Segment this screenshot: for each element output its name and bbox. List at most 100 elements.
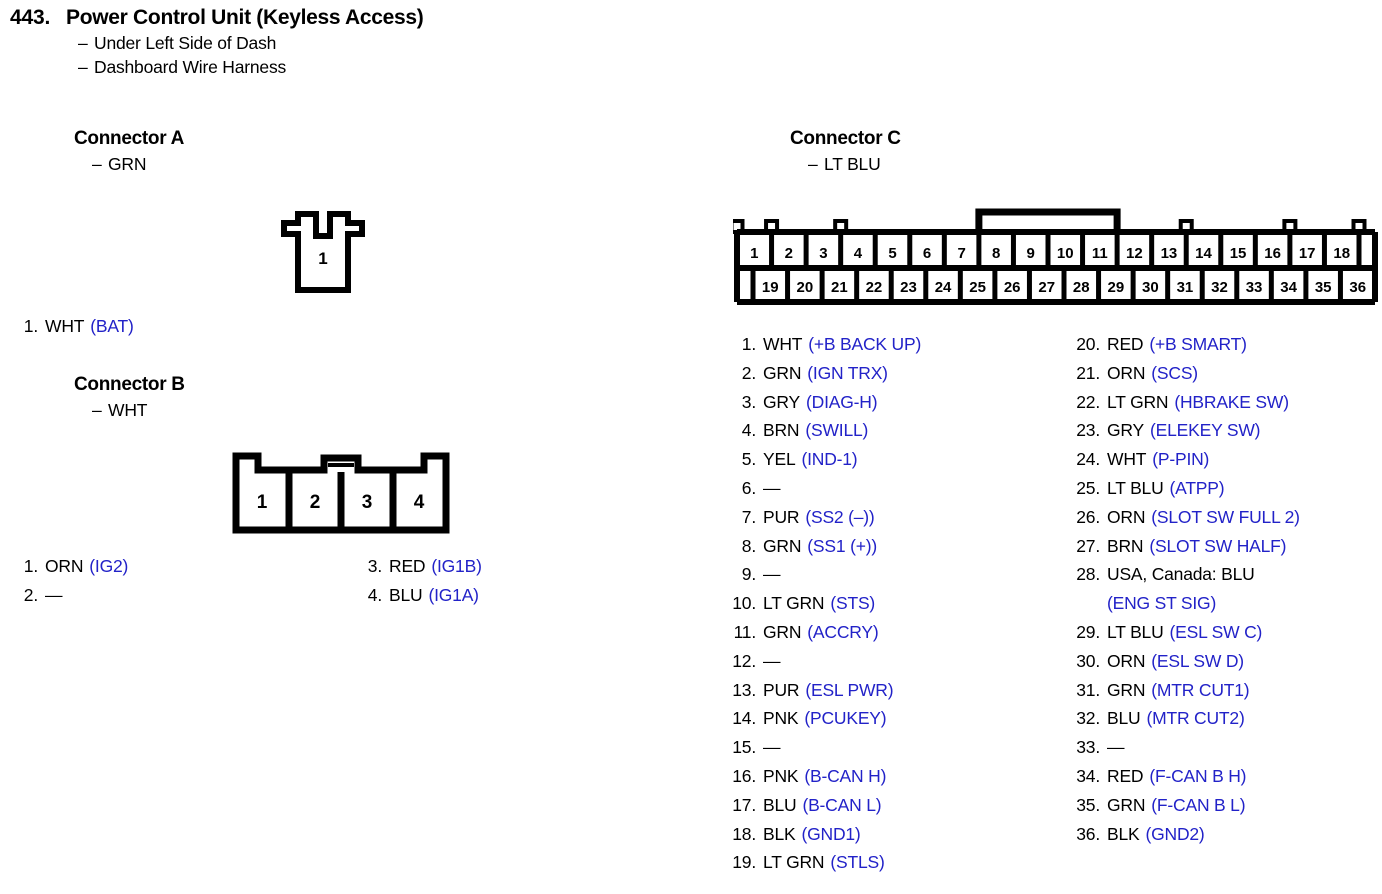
pin-number: 30. — [1076, 650, 1100, 671]
connector-a-color-line: –GRN — [92, 154, 184, 175]
connector-c-bottom-cell-34: 34 — [1280, 279, 1297, 296]
pin-row: 12.— — [728, 647, 921, 676]
pin-number: 3. — [367, 556, 382, 576]
pin-signal-name: (SS2 (–)) — [805, 506, 875, 527]
pin-number: 1. — [741, 334, 756, 354]
connector-a-shape: 1 — [281, 211, 365, 293]
connector-a-pin-list: 1. WHT (BAT) — [16, 312, 134, 341]
pin-wire-color: GRN — [1107, 679, 1146, 700]
pin-number: 32. — [1076, 708, 1100, 729]
connector-c-alignment-tab — [1351, 219, 1367, 234]
connector-b-pin-list-right: 3. RED (IG1B) 4. BLU (IG1A) — [360, 552, 482, 610]
pin-wire-color: GRN — [763, 362, 802, 383]
connector-c-lock-handle — [975, 208, 1121, 232]
connector-a-cell-1: 1 — [318, 249, 327, 268]
pin-row: 10.LT GRN(STS) — [728, 589, 921, 618]
pin-signal-name: (ACCRY) — [807, 621, 879, 642]
pin-row: 1. WHT (BAT) — [16, 312, 134, 341]
pin-signal-name: (IGN TRX) — [807, 362, 888, 383]
connector-a-section: Connector A –GRN — [74, 128, 184, 175]
connector-c-bottom-cell-36: 36 — [1349, 279, 1366, 296]
pin-wire-color: ORN — [1107, 362, 1146, 383]
pin-wire-color: LT BLU — [1107, 621, 1164, 642]
connector-c-bottom-cell-19: 19 — [762, 279, 779, 296]
pin-row: 8.GRN(SS1 (+)) — [728, 532, 921, 561]
pin-signal-name: (F-CAN B L) — [1151, 794, 1246, 815]
connector-b-cell-4: 4 — [414, 492, 425, 513]
pin-wire-color: WHT — [1107, 449, 1147, 470]
pin-number: 12. — [732, 650, 756, 671]
pin-signal-name: (+B BACK UP) — [808, 334, 922, 354]
pin-row: 16.PNK(B-CAN H) — [728, 762, 921, 791]
pin-wire-color: PUR — [763, 679, 800, 700]
pin-number: 3. — [741, 391, 756, 412]
pin-number: 20. — [1076, 334, 1100, 354]
pin-wire-color: BLK — [763, 823, 796, 844]
pin-row: 14.PNK(PCUKEY) — [728, 704, 921, 733]
pin-row: 30.ORN(ESL SW D) — [1068, 647, 1300, 676]
connector-b-outline — [232, 452, 450, 534]
bullet-dash-icon: – — [92, 154, 102, 174]
connector-a-diagram: 1 — [278, 206, 398, 301]
pin-row: 20. RED(+B SMART) — [1068, 330, 1300, 359]
pin-signal-name: (SCS) — [1151, 362, 1198, 383]
pin-number: 35. — [1076, 794, 1100, 815]
connector-c-bottom-cell-23: 23 — [900, 279, 917, 296]
connector-c-top-cell-4: 4 — [854, 245, 863, 262]
connector-b-cell-3: 3 — [362, 492, 373, 513]
pin-row: 29.LT BLU(ESL SW C) — [1068, 618, 1300, 647]
connector-c-bottom-cell-24: 24 — [935, 279, 952, 296]
pin-row: 24.WHT(P-PIN) — [1068, 445, 1300, 474]
pin-number: 8. — [741, 535, 756, 556]
pin-signal-name: (+B SMART) — [1149, 334, 1247, 354]
pin-number: 9. — [741, 564, 756, 585]
connector-a-outline — [281, 211, 365, 293]
connector-c-top-cell-1: 1 — [750, 245, 758, 262]
connector-c-bottom-cell-33: 33 — [1246, 279, 1263, 296]
connector-c-top-cell-12: 12 — [1126, 245, 1143, 262]
pin-number: 34. — [1076, 765, 1100, 786]
pin-wire-color: LT GRN — [763, 852, 825, 873]
connector-c-top-cell-8: 8 — [992, 245, 1000, 262]
pin-row: 31.GRN(MTR CUT1) — [1068, 676, 1300, 705]
connector-c-alignment-tab — [1282, 219, 1298, 234]
pin-row: 27.BRN(SLOT SW HALF) — [1068, 532, 1300, 561]
pin-wire-color: BLU — [389, 584, 423, 605]
pin-signal-name: (HBRAKE SW) — [1174, 391, 1289, 412]
connector-c-bottom-cell-26: 26 — [1004, 279, 1021, 296]
pin-row: 35.GRN(F-CAN B L) — [1068, 791, 1300, 820]
pin-wire-color: — — [763, 737, 781, 758]
pin-row: 25.LT BLU(ATPP) — [1068, 474, 1300, 503]
pin-row: 5.YEL(IND-1) — [728, 445, 921, 474]
connector-b-diagram: 1 2 3 4 — [232, 452, 450, 539]
connector-b-heading: Connector B — [74, 374, 185, 395]
pin-wire-color: RED — [1107, 334, 1144, 354]
bullet-dash-icon: – — [78, 57, 88, 77]
pin-row: 21.ORN(SCS) — [1068, 359, 1300, 388]
connector-c-bottom-cell-30: 30 — [1142, 279, 1159, 296]
pin-number: 22. — [1076, 391, 1100, 412]
connector-c-bottom-cell-29: 29 — [1107, 279, 1124, 296]
pin-row: 19.LT GRN(STLS) — [728, 848, 921, 877]
pin-wire-color: LT GRN — [763, 593, 825, 614]
pin-row: 4.BRN(SWILL) — [728, 416, 921, 445]
pin-row: 18.BLK(GND1) — [728, 820, 921, 849]
pin-number: 18. — [732, 823, 756, 844]
connector-c-top-cell-2: 2 — [785, 245, 793, 262]
pin-signal-name: (F-CAN B H) — [1149, 765, 1247, 786]
pin-row: 23.GRY(ELEKEY SW) — [1068, 416, 1300, 445]
pin-wire-color: BLU — [763, 794, 797, 815]
pin-row: 33.— — [1068, 733, 1300, 762]
harness-line: –Dashboard Wire Harness — [78, 57, 710, 78]
pin-row: 13.PUR(ESL PWR) — [728, 676, 921, 705]
pin-row: 15.— — [728, 733, 921, 762]
pin-wire-color: — — [763, 564, 781, 585]
pin-number: 25. — [1076, 477, 1100, 498]
pin-wire-color: BRN — [763, 420, 800, 441]
pin-number: 16. — [732, 765, 756, 786]
pin-number: 1. — [23, 316, 38, 336]
pin-wire-color: LT GRN — [1107, 391, 1169, 412]
pin-signal-name: (IG1A) — [428, 584, 479, 605]
connector-c-top-cell-11: 11 — [1092, 245, 1108, 262]
